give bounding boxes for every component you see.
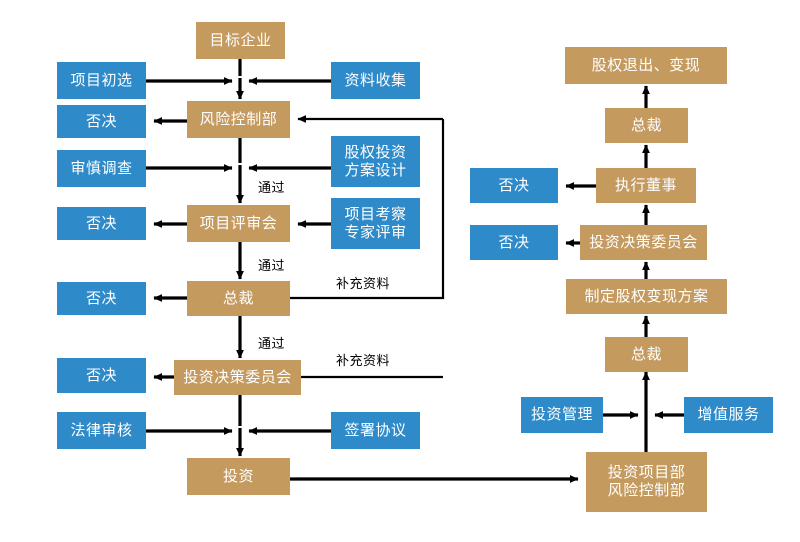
node-invest_committee_2[interactable]: 投资决策委员会: [580, 225, 707, 260]
edge-label-pass_1: 通过: [258, 181, 286, 196]
node-investment[interactable]: 投资: [187, 458, 290, 495]
node-expert_review[interactable]: 项目考察 专家评审: [331, 198, 420, 249]
node-reject_1[interactable]: 否决: [57, 105, 146, 138]
node-risk_control_dept[interactable]: 风险控制部: [187, 101, 290, 138]
node-reject_2[interactable]: 否决: [57, 207, 146, 240]
node-president_1[interactable]: 总裁: [187, 281, 290, 316]
node-project_risk_dept[interactable]: 投资项目部 风险控制部: [586, 452, 707, 512]
edge-label-pass_3: 通过: [258, 337, 286, 352]
node-target_company[interactable]: 目标企业: [196, 22, 285, 59]
node-value_added[interactable]: 增值服务: [684, 397, 773, 433]
node-equity_exit[interactable]: 股权退出、变现: [565, 47, 727, 84]
node-data_collection[interactable]: 资料收集: [331, 62, 420, 99]
node-reject_6[interactable]: 否决: [470, 225, 558, 260]
node-sign_agreement[interactable]: 签署协议: [331, 412, 420, 449]
node-project_review[interactable]: 项目评审会: [187, 205, 290, 242]
node-reject_4[interactable]: 否决: [57, 358, 146, 393]
node-project_screening[interactable]: 项目初选: [57, 62, 146, 99]
edge-label-supplement_1: 补充资料: [336, 277, 391, 292]
node-reject_3[interactable]: 否决: [57, 282, 146, 315]
node-cash_out_plan[interactable]: 制定股权变现方案: [566, 279, 727, 314]
node-legal_review[interactable]: 法律审核: [57, 412, 146, 449]
node-exec_director[interactable]: 执行董事: [596, 168, 696, 203]
edge-label-supplement_2: 补充资料: [336, 354, 391, 369]
edge-label-pass_2: 通过: [258, 259, 286, 274]
node-invest_committee[interactable]: 投资决策委员会: [174, 360, 301, 395]
node-reject_5[interactable]: 否决: [470, 168, 558, 203]
node-president_3[interactable]: 总裁: [605, 108, 688, 143]
node-due_diligence[interactable]: 审慎调查: [57, 150, 146, 187]
node-president_2[interactable]: 总裁: [605, 337, 688, 372]
node-equity_plan[interactable]: 股权投资 方案设计: [331, 136, 420, 187]
node-invest_mgmt[interactable]: 投资管理: [521, 397, 603, 433]
